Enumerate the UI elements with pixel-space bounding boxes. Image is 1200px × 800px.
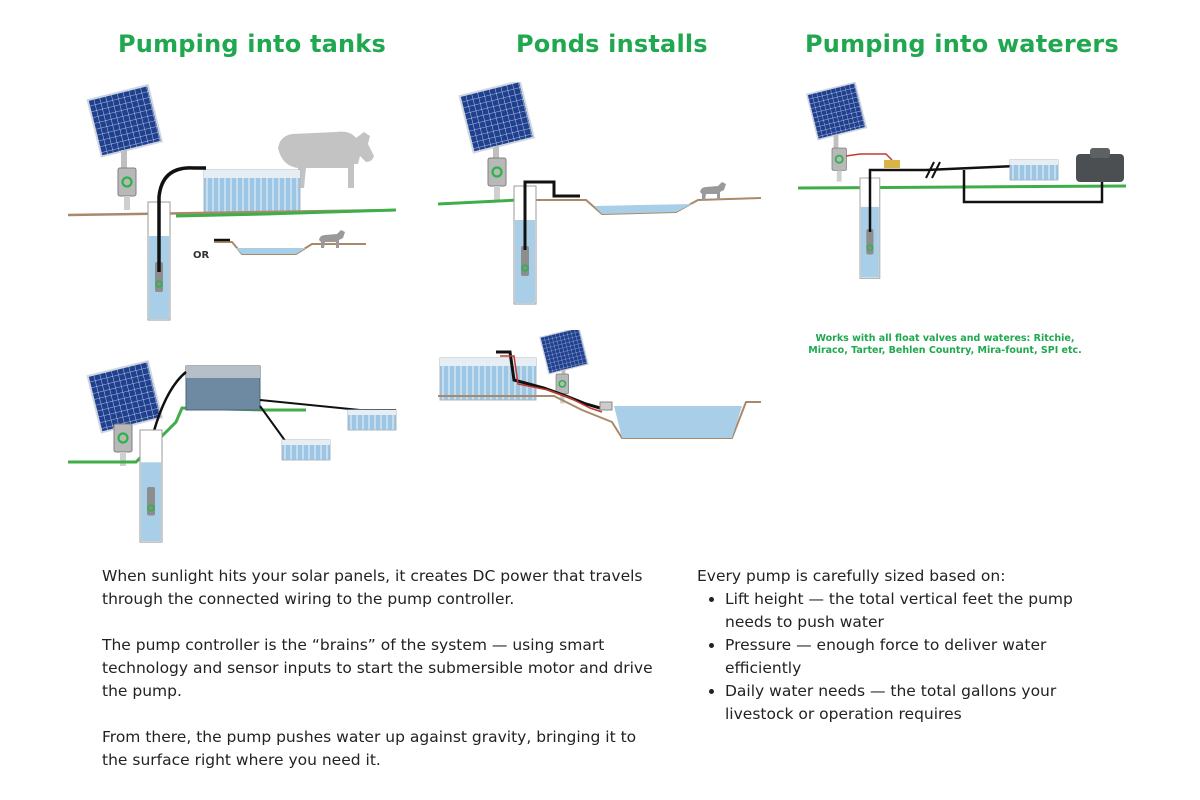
- tank-icon: [203, 169, 301, 213]
- tank-icon: [1009, 159, 1059, 181]
- pond-install-diagram: [437, 82, 762, 305]
- tank-icon: [281, 439, 331, 461]
- description-paragraph: The pump controller is the “brains” of t…: [102, 636, 653, 700]
- tank-icon: [439, 357, 537, 401]
- sizing-list: Lift height — the total vertical feet th…: [697, 588, 1117, 726]
- pump-controller-icon: [486, 156, 508, 202]
- system-description: When sunlight hits your solar panels, it…: [102, 565, 662, 795]
- pump-sizing-section: Every pump is carefully sized based on: …: [697, 565, 1117, 726]
- waterers-column-title: Pumping into waterers: [805, 30, 1119, 58]
- elevated-tank-diagram: [68, 360, 397, 543]
- pump-controller-icon: [831, 147, 848, 183]
- tank-install-diagram: OR: [67, 84, 397, 321]
- tank-icon: [347, 409, 397, 431]
- tanks-column-title: Pumping into tanks: [118, 30, 386, 58]
- solar-panel-icon: [458, 82, 535, 169]
- description-paragraph: When sunlight hits your solar panels, it…: [102, 567, 643, 608]
- cow-icon: [700, 182, 726, 200]
- submersible-pump-icon: [599, 401, 613, 411]
- or-label: OR: [193, 250, 210, 261]
- pond-refill-diagram: [438, 330, 761, 439]
- pump-controller-icon: [112, 422, 134, 468]
- waterer-icon: [1076, 154, 1124, 182]
- sizing-intro: Every pump is carefully sized based on:: [697, 567, 1006, 585]
- pump-controller-icon: [116, 166, 138, 212]
- sizing-item: Daily water needs — the total gallons yo…: [725, 680, 1117, 726]
- submersible-pump-icon: [139, 429, 163, 543]
- solar-panel-icon: [86, 84, 163, 173]
- sizing-item: Pressure — enough force to deliver water…: [725, 634, 1117, 680]
- solar-panel-icon: [806, 82, 868, 153]
- sizing-item: Lift height — the total vertical feet th…: [725, 588, 1117, 634]
- waterer-compatibility-note: Works with all float valves and wateres:…: [808, 333, 1082, 356]
- waterer-install-diagram: [797, 82, 1127, 280]
- ponds-column-title: Ponds installs: [516, 30, 708, 58]
- description-paragraph: From there, the pump pushes water up aga…: [102, 728, 637, 769]
